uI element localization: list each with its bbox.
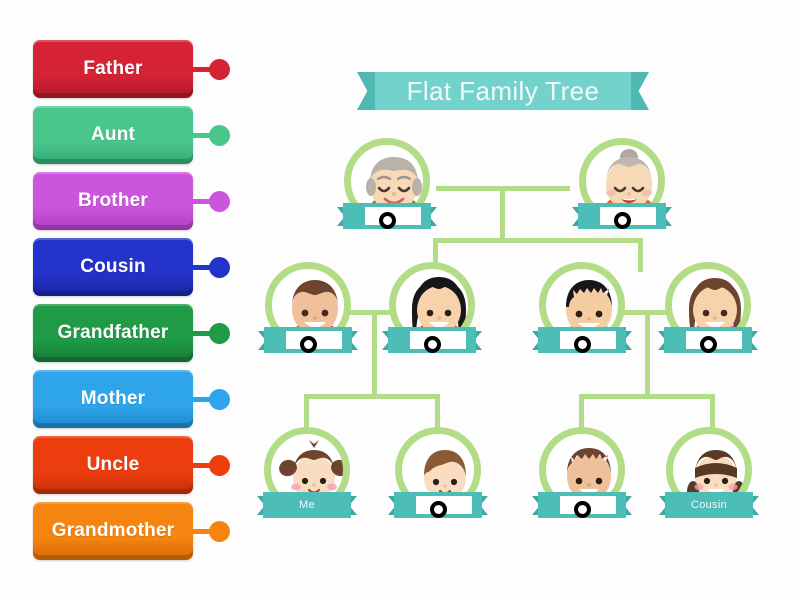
drop-target-marker-icon[interactable] [379,212,396,229]
label-item-aunt[interactable]: Aunt [33,106,230,164]
father-node[interactable] [532,262,632,374]
grandfather-node[interactable] [337,138,437,250]
label-knob-brother[interactable] [209,191,230,212]
label-stem-uncle [191,463,213,468]
label-chip-grandmother[interactable]: Grandmother [33,502,193,560]
label-knob-cousin[interactable] [209,257,230,278]
drop-target-marker-icon[interactable] [574,501,591,518]
draggable-label-bank: Father Aunt Brother Cousin [0,0,250,600]
drop-target-marker-icon[interactable] [614,212,631,229]
name-ribbon[interactable]: Cousin [659,492,759,518]
connector-right-family-down [645,310,650,397]
connector-to-couple-right [638,238,643,272]
grandmother-node[interactable] [572,138,672,250]
label-stem-grandmother [191,529,213,534]
drop-target-marker-icon[interactable] [300,336,317,353]
drop-target-marker-icon[interactable] [700,336,717,353]
page-title-ribbon: Flat Family Tree [357,72,649,110]
label-stem-mother [191,397,213,402]
label-knob-mother[interactable] [209,389,230,410]
uncle-node[interactable] [258,262,358,374]
connector-left-child-2 [435,394,440,428]
label-text: Cousin [80,256,146,277]
label-knob-grandfather[interactable] [209,323,230,344]
connector-left-family-down [372,310,377,397]
ribbon-band: Me [263,492,351,518]
aunt-node[interactable] [382,262,482,374]
ribbon-band: Cousin [665,492,753,518]
connector-parents-spine [433,238,643,243]
label-chip-mother[interactable]: Mother [33,370,193,428]
connector-right-child-2 [710,394,715,428]
title-band: Flat Family Tree [375,72,631,110]
label-chip-brother[interactable]: Brother [33,172,193,230]
label-text: Grandmother [51,520,175,541]
label-knob-uncle[interactable] [209,455,230,476]
label-text: Grandfather [57,322,169,343]
avatar-ring [665,262,751,348]
page-title: Flat Family Tree [406,75,600,106]
connector-right-child-1 [579,394,584,428]
drop-target-marker-icon[interactable] [574,336,591,353]
drop-target-marker-icon[interactable] [430,501,447,518]
label-knob-aunt[interactable] [209,125,230,146]
label-knob-grandmother[interactable] [209,521,230,542]
label-chip-cousin[interactable]: Cousin [33,238,193,296]
connector-left-child-1 [304,394,309,428]
label-stem-cousin [191,265,213,270]
label-text: Brother [77,190,148,211]
mother-node[interactable] [658,262,758,374]
label-chip-uncle[interactable]: Uncle [33,436,193,494]
me-node[interactable]: Me [257,427,357,539]
cousin-node[interactable]: Cousin [659,427,759,539]
label-text: Father [83,58,143,79]
connector-couple-left-horizontal [345,310,393,315]
ribbon-tail-right-icon [629,72,649,110]
node-label: Cousin [690,499,728,511]
label-item-brother[interactable]: Brother [33,172,230,230]
connector-grandparents-down [500,186,505,242]
ribbon-tail-left-icon [357,72,377,110]
connector-right-children-horizontal [579,394,715,399]
label-stem-aunt [191,133,213,138]
label-item-father[interactable]: Father [33,40,230,98]
node-label: Me [299,499,315,511]
label-item-grandfather[interactable]: Grandfather [33,304,230,362]
drop-target-marker-icon[interactable] [424,336,441,353]
connector-couple-right-horizontal [620,310,668,315]
label-stem-brother [191,199,213,204]
label-item-grandmother[interactable]: Grandmother [33,502,230,560]
label-stem-grandfather [191,331,213,336]
brother-node[interactable] [532,427,632,539]
label-item-uncle[interactable]: Uncle [33,436,230,494]
brother-boy-node[interactable] [388,427,488,539]
label-knob-father[interactable] [209,59,230,80]
label-text: Uncle [86,454,140,475]
connector-left-children-horizontal [304,394,440,399]
label-chip-aunt[interactable]: Aunt [33,106,193,164]
name-ribbon[interactable]: Me [257,492,357,518]
label-text: Mother [80,388,146,409]
label-item-cousin[interactable]: Cousin [33,238,230,296]
connector-to-couple-left [433,238,438,272]
label-text: Aunt [90,124,136,145]
label-chip-grandfather[interactable]: Grandfather [33,304,193,362]
label-item-mother[interactable]: Mother [33,370,230,428]
label-chip-father[interactable]: Father [33,40,193,98]
label-stem-father [191,67,213,72]
